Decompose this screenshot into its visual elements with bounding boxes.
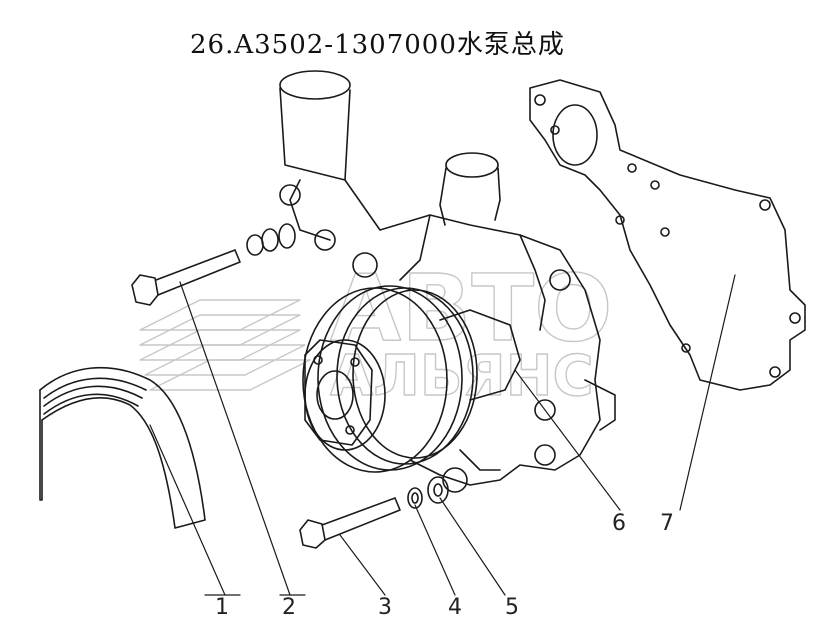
callout-label-7: 7 bbox=[660, 511, 674, 536]
callout-label-1: 1 bbox=[215, 595, 229, 620]
flat-washer-part bbox=[427, 476, 449, 504]
watermark-logo bbox=[139, 299, 311, 391]
leader-lines bbox=[149, 274, 736, 596]
pulley-part bbox=[302, 285, 478, 473]
spring-washer-part bbox=[407, 487, 423, 509]
leader-line-7 bbox=[679, 274, 736, 511]
callout-label-2: 2 bbox=[282, 595, 296, 620]
leader-line-1 bbox=[149, 424, 226, 596]
water-pump-part bbox=[279, 70, 616, 493]
gasket-part bbox=[529, 79, 806, 391]
page-title: 26.A3502-1307000水泵总成 bbox=[190, 30, 565, 60]
leader-line-6 bbox=[514, 369, 621, 511]
bolt-lower-part bbox=[299, 497, 401, 549]
bolt-long-part bbox=[131, 223, 296, 306]
callout-label-6: 6 bbox=[612, 511, 626, 536]
callout-label-5: 5 bbox=[505, 595, 519, 620]
callout-label-3: 3 bbox=[378, 595, 392, 620]
callout-label-4: 4 bbox=[448, 595, 462, 620]
leader-line-4 bbox=[414, 504, 456, 596]
leader-line-5 bbox=[439, 497, 506, 596]
leader-line-3 bbox=[339, 534, 386, 596]
belt-part bbox=[39, 366, 206, 529]
leader-line-2 bbox=[179, 281, 291, 596]
